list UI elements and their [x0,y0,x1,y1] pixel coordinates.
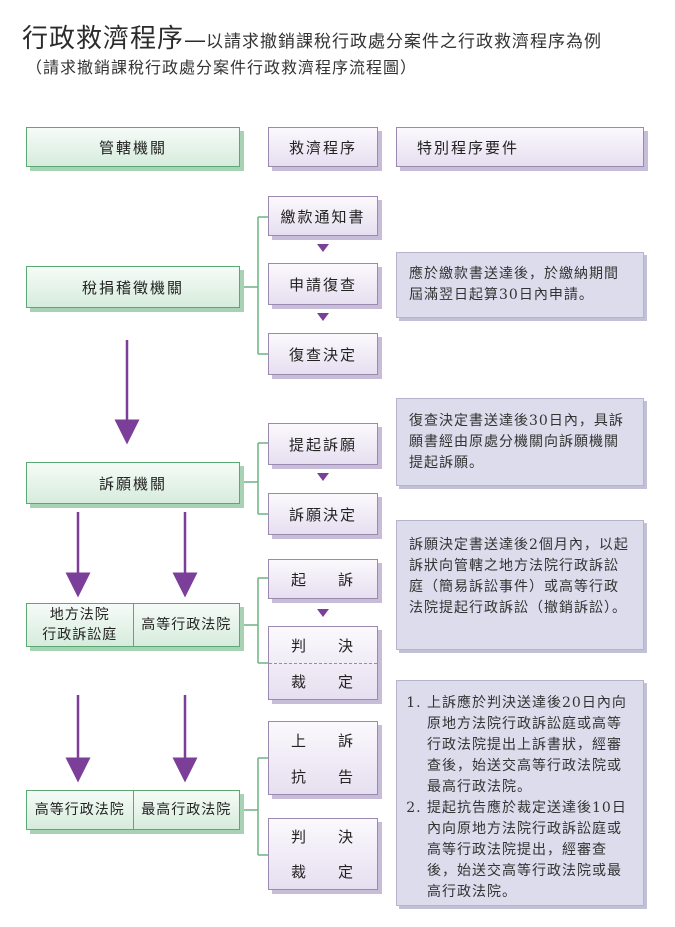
proc-appeal-protest: 上 訴 抗 告 [268,721,378,795]
authority-local-court: 地方法院 行政訴訟庭 [42,607,118,643]
proc-judgment-char-1: 判 [291,636,309,655]
proc-sue-char-2: 訴 [337,570,355,589]
note-appeal-text: 復查決定書送達後30日內，具訴願書經由原處分機關向訴願機關提起訴願。 [409,413,624,471]
bracket-appeal [242,442,268,515]
note-review-text: 應於繳款書送達後，於繳納期間屆滿翌日起算30日內申請。 [409,266,619,303]
authority-appeal-label: 訴願機關 [98,474,167,493]
proc-judgment-char-2: 決 [337,636,355,655]
title-sub: 以請求撤銷課稅行政處分案件之行政救濟程序為例 [206,32,603,52]
authority-high-courts: 高等行政法院 最高行政法院 [26,790,240,830]
proc-ruling: 裁 定 [269,663,377,699]
header-procedure-label: 救濟程序 [288,138,357,157]
proc-tax-notice-label: 繳款通知書 [280,207,366,226]
header-authority-label: 管轄機關 [98,138,167,157]
bracket-court [242,577,268,664]
proc-file-appeal-label: 提起訴願 [288,435,357,454]
proc-appeal-up-char-2: 訴 [337,731,355,750]
authority-tax: 稅捐稽徵機關 [26,266,240,308]
authority-supreme-court: 最高行政法院 [132,791,240,829]
note-final: 上訴應於判決送達後20日內向原地方法院行政訴訟庭或高等行政法院提出上訴書狀，經審… [396,680,644,906]
proc-file-appeal: 提起訴願 [268,423,378,465]
proc-ruling-2: 裁 定 [269,854,377,889]
proc-judgment: 判 決 [269,627,377,663]
bracket-high [242,757,268,856]
note-review: 應於繳款書送達後，於繳納期間屆滿翌日起算30日內申請。 [396,252,644,318]
note-appeal: 復查決定書送達後30日內，具訴願書經由原處分機關向訴願機關提起訴願。 [396,398,644,486]
note-final-list: 上訴應於判決送達後20日內向原地方法院行政訴訟庭或高等行政法院提出上訴書狀，經審… [409,693,631,903]
proc-protest: 抗 告 [269,758,377,794]
authority-tax-label: 稅捐稽徵機關 [81,278,184,297]
proc-judgment-2-char-2: 決 [337,828,355,846]
authority-courts: 地方法院 行政訴訟庭 高等行政法院 [26,603,240,647]
proc-sue-char-1: 起 [291,570,309,589]
page-subtitle: （請求撤銷課稅行政處分案件行政救濟程序流程圖） [26,58,418,77]
proc-judgment-ruling-2: 判 決 裁 定 [268,818,378,890]
proc-protest-char-2: 告 [337,767,355,786]
note-final-item-1: 上訴應於判決送達後20日內向原地方法院行政訴訟庭或高等行政法院提出上訴書狀，經審… [427,693,631,798]
procedure-triangles [317,244,329,617]
proc-judgment-ruling: 判 決 裁 定 [268,626,378,700]
authority-high-court: 高等行政法院 [132,604,240,646]
proc-appeal-up-char-1: 上 [291,731,309,750]
divider [269,663,377,664]
page-title: 行政救濟程序—以請求撤銷課稅行政處分案件之行政救濟程序為例 [22,18,602,55]
proc-apply-review-label: 申請復查 [288,275,357,294]
proc-appeal-decision-label: 訴願決定 [288,505,357,524]
title-dash: — [184,28,207,53]
proc-ruling-char-2: 定 [337,672,355,691]
header-authority: 管轄機關 [26,127,240,167]
proc-review-decision: 復查決定 [268,333,378,375]
bracket-tax [242,216,268,355]
header-requirement-label: 特別程序要件 [417,138,520,157]
proc-ruling-char-1: 裁 [291,672,309,691]
note-lawsuit-text: 訴願決定書送達後2個月內，以起訴狀向管轄之地方法院行政訴訟庭（簡易訴訟事件）或高… [409,537,629,616]
title-main: 行政救濟程序 [22,24,185,54]
authority-high-court-2: 高等行政法院 [34,802,125,818]
proc-ruling-2-char-2: 定 [337,863,355,881]
proc-judgment-2: 判 決 [269,819,377,854]
authority-appeal: 訴願機關 [26,462,240,504]
header-requirement: 特別程序要件 [396,127,644,167]
proc-tax-notice: 繳款通知書 [268,196,378,236]
proc-sue: 起 訴 [268,559,378,599]
note-lawsuit: 訴願決定書送達後2個月內，以起訴狀向管轄之地方法院行政訴訟庭（簡易訴訟事件）或高… [396,520,644,650]
proc-appeal-up: 上 訴 [269,722,377,758]
authority-arrows [65,340,198,783]
proc-appeal-decision: 訴願決定 [268,493,378,535]
proc-judgment-2-char-1: 判 [291,828,309,846]
proc-protest-char-1: 抗 [291,767,309,786]
note-final-item-2: 提起抗告應於裁定送達後10日內向原地方法院行政訴訟庭或高等行政法院提出，經審查後… [427,798,631,903]
proc-ruling-2-char-1: 裁 [291,863,309,881]
proc-apply-review: 申請復查 [268,263,378,305]
header-procedure: 救濟程序 [268,127,378,167]
proc-review-decision-label: 復查決定 [288,345,357,364]
